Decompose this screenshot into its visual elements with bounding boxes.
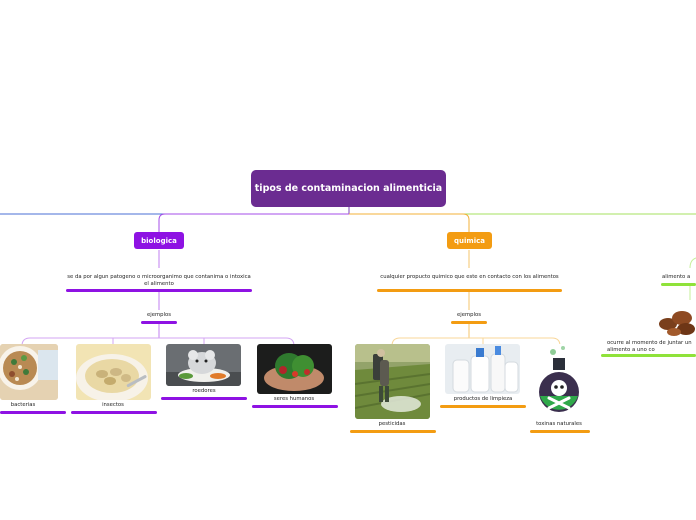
example-roedores[interactable]: roedores xyxy=(192,388,216,394)
underline xyxy=(451,321,487,324)
branch-biologica[interactable]: biologica xyxy=(134,232,184,249)
quimica-ejemplos[interactable]: ejemplos xyxy=(457,312,481,318)
underline xyxy=(440,405,526,408)
toxinas-naturales-image xyxy=(537,344,581,419)
underline xyxy=(66,289,252,292)
underline xyxy=(661,283,696,286)
example-productos-de-limpieza[interactable]: productos de limpieza xyxy=(453,396,513,402)
branch3-image xyxy=(656,304,696,338)
branch-quimica[interactable]: quimica xyxy=(447,232,492,249)
central-topic[interactable]: tipos de contaminacion alimenticia xyxy=(251,170,446,207)
underline xyxy=(530,430,590,433)
underline xyxy=(601,354,696,357)
example-bacterias[interactable]: bacterias xyxy=(10,402,36,408)
productos-de-limpieza-image xyxy=(445,344,520,394)
example-pesticidas[interactable]: pesticidas xyxy=(378,421,406,427)
underline xyxy=(350,430,436,433)
pesticidas-image xyxy=(355,344,430,419)
underline xyxy=(0,411,66,414)
bacterias-image xyxy=(0,344,58,400)
biologica-description[interactable]: se da por algun patogeno o microorganimo… xyxy=(67,274,251,287)
branch3-description[interactable]: alimento a xyxy=(662,274,691,280)
insectos-image xyxy=(76,344,151,400)
underline xyxy=(71,411,157,414)
quimica-description[interactable]: cualquier propucto quimico que este en c… xyxy=(380,274,559,280)
example-seres-humanos[interactable]: seres humanos xyxy=(273,396,315,402)
underline xyxy=(141,321,177,324)
underline xyxy=(377,289,562,292)
seres-humanos-image xyxy=(257,344,332,394)
underline xyxy=(252,405,338,408)
branch3-example[interactable]: ocurre al momento de juntar un alimento … xyxy=(607,340,692,353)
roedores-image xyxy=(166,344,241,386)
example-toxinas-naturales[interactable]: toxinas naturales xyxy=(536,421,582,427)
biologica-ejemplos[interactable]: ejemplos xyxy=(147,312,171,318)
underline xyxy=(161,397,247,400)
example-insectos[interactable]: insectos xyxy=(102,402,124,408)
